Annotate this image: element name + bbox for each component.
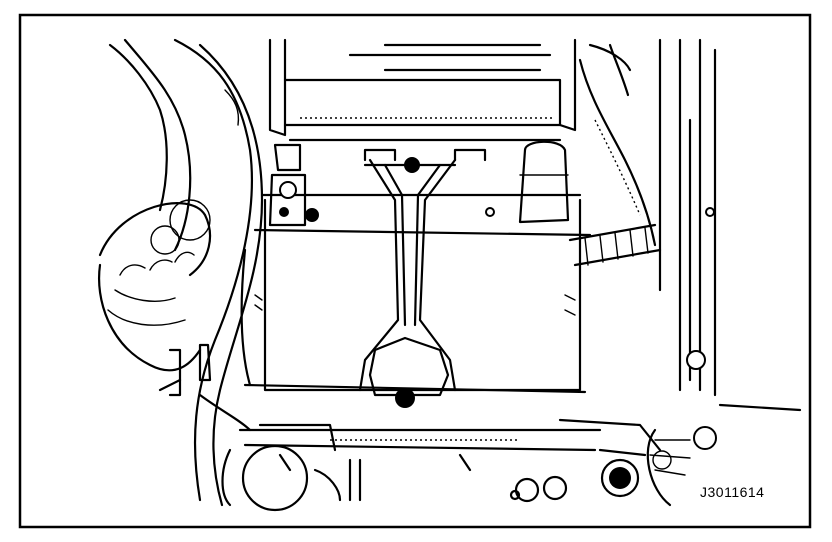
wiring-harness-tube bbox=[568, 43, 662, 267]
left-fender-panel bbox=[108, 38, 264, 507]
battery-hold-down-strap bbox=[358, 157, 457, 408]
negative-terminal-clamp bbox=[268, 143, 319, 227]
air-intake-housing bbox=[268, 38, 577, 142]
battery-vent-caps bbox=[363, 148, 487, 162]
lower-left-misc bbox=[158, 343, 252, 432]
right-side-structure bbox=[578, 38, 802, 450]
figure-border bbox=[18, 13, 812, 529]
figure-code: J3011614 bbox=[700, 484, 765, 500]
lower-left-bracket bbox=[221, 444, 362, 512]
battery-tray bbox=[238, 418, 662, 472]
positive-terminal-cover bbox=[518, 140, 570, 224]
battery-body bbox=[240, 193, 592, 394]
lower-right-components bbox=[509, 428, 691, 507]
left-wheel-drum bbox=[98, 199, 212, 372]
